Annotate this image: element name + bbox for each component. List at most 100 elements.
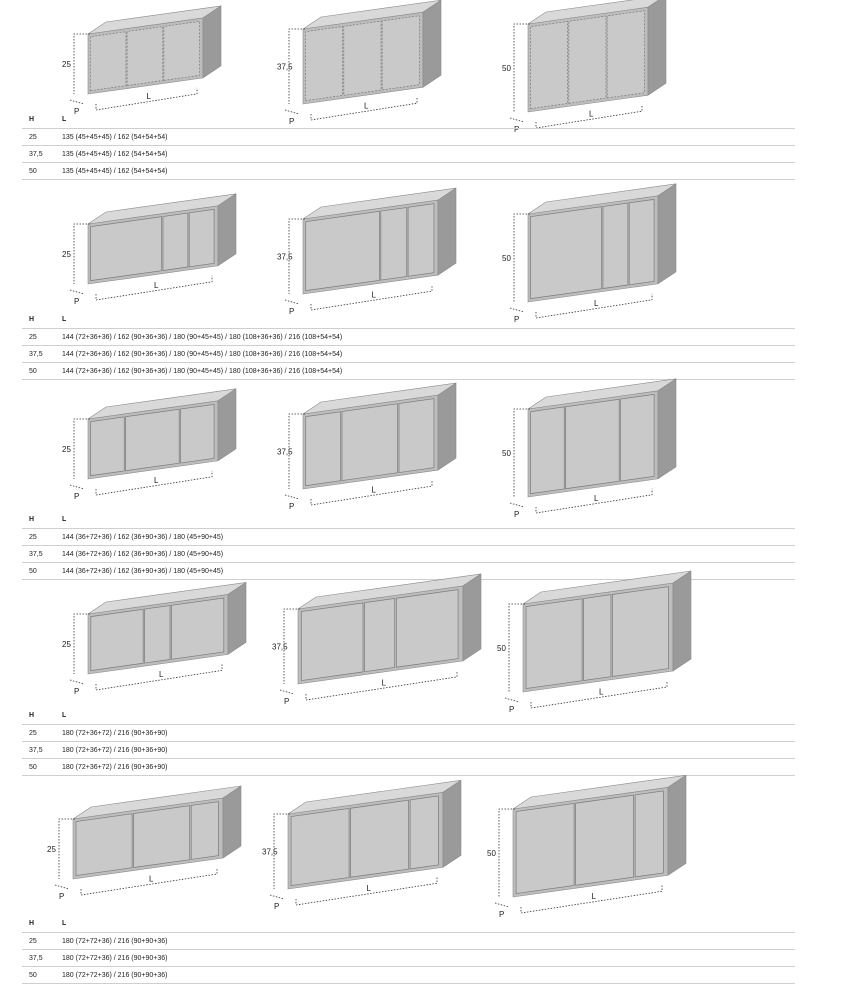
cabinet-svg: 37,5PL xyxy=(277,0,442,126)
cabinet-door xyxy=(180,403,215,464)
row-height: 25 xyxy=(29,730,37,737)
row-length: 144 (36+72+36) / 162 (36+90+36) / 180 (4… xyxy=(62,551,224,558)
row-height: 25 xyxy=(29,334,37,341)
row-length: 144 (72+36+36) / 162 (90+36+36) / 180 (9… xyxy=(62,351,343,358)
cabinet-door xyxy=(568,15,607,104)
height-label: 37,5 xyxy=(262,847,278,856)
row-height: 25 xyxy=(29,938,37,945)
depth-label: P xyxy=(274,902,279,911)
cabinet-door xyxy=(305,25,343,101)
length-guide xyxy=(535,293,653,319)
height-guide xyxy=(73,418,90,479)
length-guide xyxy=(95,275,213,301)
header-h: H xyxy=(29,316,35,323)
height-label: 37,5 xyxy=(272,642,288,651)
cabinet-side xyxy=(222,785,242,859)
cabinet-door xyxy=(163,20,200,81)
row-length: 135 (45+45+45) / 162 (54+54+54) xyxy=(62,151,168,158)
header-l: L xyxy=(62,116,67,123)
height-guide xyxy=(498,808,515,897)
length-guide xyxy=(535,488,653,514)
length-guide xyxy=(535,105,643,129)
length-label: L xyxy=(599,688,604,697)
row-height: 50 xyxy=(29,368,37,375)
depth-guide xyxy=(69,289,85,295)
cabinet-door xyxy=(380,206,408,281)
cabinet-svg: 37,5PL xyxy=(277,187,457,316)
height-label: 37,5 xyxy=(277,252,293,261)
row-length: 135 (45+45+45) / 162 (54+54+54) xyxy=(62,168,168,175)
cabinet-side xyxy=(217,388,237,462)
row-height: 50 xyxy=(29,168,37,175)
row-length: 180 (72+36+72) / 216 (90+36+90) xyxy=(62,730,168,737)
cabinet-door xyxy=(530,406,565,495)
cabinet-svg: 37,5PL xyxy=(277,382,457,511)
cabinet-door xyxy=(188,208,215,268)
depth-label: P xyxy=(499,910,504,919)
cabinet-door xyxy=(305,410,341,486)
depth-guide xyxy=(69,484,85,490)
cabinet-side xyxy=(672,570,692,672)
cabinet-door xyxy=(75,813,133,876)
length-label: L xyxy=(589,110,594,119)
height-label: 25 xyxy=(62,445,71,454)
depth-label: P xyxy=(514,315,519,324)
table-row: 50 135 (45+45+45) / 162 (54+54+54) xyxy=(22,162,795,180)
length-label: L xyxy=(159,670,164,679)
cabinet-side xyxy=(437,382,457,471)
length-label: L xyxy=(367,884,372,893)
cabinet-top xyxy=(302,0,442,29)
row-length: 144 (36+72+36) / 162 (36+90+36) / 180 (4… xyxy=(62,534,224,541)
depth-label: P xyxy=(514,510,519,519)
cabinet-door xyxy=(583,594,612,681)
depth-label: P xyxy=(74,297,79,306)
length-guide xyxy=(95,87,198,111)
cabinet-side xyxy=(442,779,462,868)
cabinet-side xyxy=(422,0,442,88)
row-length: 180 (72+36+72) / 216 (90+36+90) xyxy=(62,764,168,771)
depth-guide xyxy=(509,307,525,313)
cabinet-door xyxy=(395,588,459,668)
row-length: 144 (72+36+36) / 162 (90+36+36) / 180 (9… xyxy=(62,368,343,375)
height-label: 25 xyxy=(62,250,71,259)
table-row: 50 144 (72+36+36) / 162 (90+36+36) / 180 … xyxy=(22,362,795,380)
depth-guide xyxy=(54,884,70,890)
length-label: L xyxy=(149,874,154,883)
cabinet-door xyxy=(341,402,399,481)
height-guide xyxy=(288,218,305,294)
cabinet-side xyxy=(227,581,247,655)
row-height: 37,5 xyxy=(29,351,43,358)
depth-guide xyxy=(494,902,510,908)
height-guide xyxy=(513,408,530,497)
length-guide xyxy=(295,876,438,906)
height-guide xyxy=(508,603,525,692)
depth-guide xyxy=(509,502,525,508)
row-length: 180 (72+36+72) / 216 (90+36+90) xyxy=(62,747,168,754)
table-row: 25 180 (72+36+72) / 216 (90+36+90) xyxy=(22,724,795,741)
row-height: 37,5 xyxy=(29,747,43,754)
header-h: H xyxy=(29,920,35,927)
cabinet-side xyxy=(217,193,237,267)
height-label: 25 xyxy=(62,60,71,69)
cabinet-door xyxy=(290,807,350,886)
cabinet-door xyxy=(606,10,645,99)
cabinet-door xyxy=(305,210,380,291)
depth-label: P xyxy=(59,892,64,901)
length-label: L xyxy=(372,485,377,494)
cabinet-side xyxy=(202,5,222,79)
